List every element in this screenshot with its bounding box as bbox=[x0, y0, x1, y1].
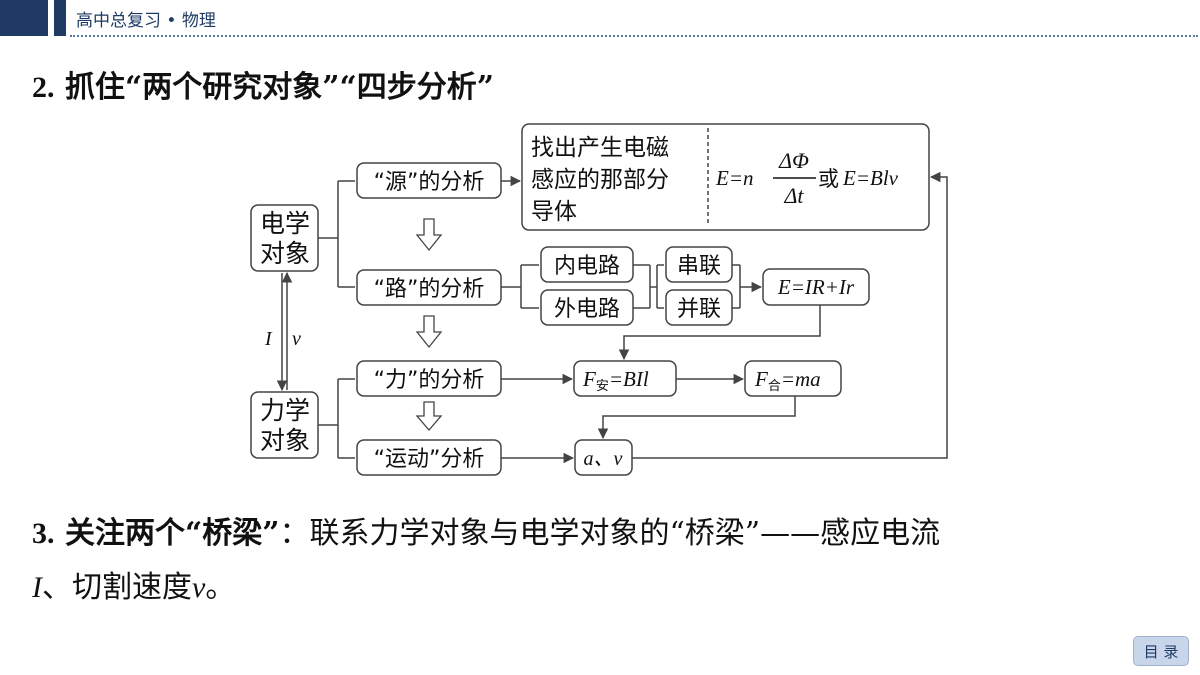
source-analysis-label: “源”的分析 bbox=[374, 170, 485, 195]
section3-colon: ： bbox=[279, 516, 310, 551]
mechanic-object-line1: 力学 bbox=[260, 396, 310, 425]
connector-electric-brace bbox=[318, 180, 355, 288]
section3-text3: 。 bbox=[205, 570, 236, 605]
emf-formula: E=n bbox=[715, 166, 754, 190]
box-source-description bbox=[521, 123, 930, 231]
link-velocity-label: v bbox=[292, 328, 301, 350]
net-F: F bbox=[754, 367, 768, 391]
net-sub: 合 bbox=[768, 379, 781, 394]
connector-circuit-merge bbox=[633, 264, 664, 309]
header-bar-left bbox=[0, 0, 48, 36]
ampere-force-label: F安=BIl bbox=[582, 367, 649, 394]
motion-analysis-label: “运动”分析 bbox=[374, 447, 485, 472]
box-net-force bbox=[744, 360, 842, 397]
ohm-law-label: E=IR+Ir bbox=[777, 275, 855, 299]
connector-circuit-fork bbox=[501, 264, 539, 309]
inner-circuit-label: 内电路 bbox=[554, 254, 620, 279]
header-bar-right bbox=[54, 0, 66, 36]
net-rhs: =ma bbox=[781, 367, 821, 391]
arrow-net-to-av bbox=[597, 396, 796, 440]
header-divider bbox=[70, 35, 1198, 37]
hollow-arrow-3 bbox=[415, 401, 443, 431]
arrow-ohm-to-ampere bbox=[618, 305, 821, 361]
section3-text2: 、切割速度 bbox=[42, 570, 192, 605]
emf-eq-n: =n bbox=[729, 166, 754, 190]
emf-or: 或 bbox=[818, 167, 839, 191]
connector-mechanic-brace bbox=[318, 378, 355, 459]
force-analysis-label: “力”的分析 bbox=[374, 368, 485, 393]
hollow-arrow-2 bbox=[415, 315, 443, 349]
ampere-sub: 安 bbox=[596, 379, 609, 394]
acceleration-velocity-label: a、v bbox=[584, 448, 623, 470]
emf-alt-formula: E=Blv bbox=[842, 166, 899, 190]
mechanic-object-line2: 对象 bbox=[260, 426, 310, 455]
source-desc-line3: 导体 bbox=[531, 199, 577, 225]
parallel-label: 并联 bbox=[677, 297, 721, 322]
section2-heading: 2. 抓住“两个研究对象”“四步分析” bbox=[32, 62, 494, 106]
source-desc-line1: 找出产生电磁 bbox=[531, 135, 669, 161]
net-force-label: F合=ma bbox=[754, 367, 821, 394]
source-desc-line2: 感应的那部分 bbox=[531, 167, 669, 193]
section2-number: 2. bbox=[32, 71, 55, 104]
section3-text1: 联系力学对象与电学对象的“桥梁”——感应电流 bbox=[309, 516, 941, 551]
ampere-rhs: =BIl bbox=[609, 367, 649, 391]
electric-object-line2: 对象 bbox=[260, 239, 310, 268]
arrow-av-feedback bbox=[632, 171, 948, 459]
hollow-arrow-1 bbox=[415, 218, 443, 252]
section3-var-I: I bbox=[32, 571, 42, 604]
header-title: 高中总复习 • 物理 bbox=[76, 11, 216, 31]
section3-var-v: v bbox=[192, 571, 206, 604]
electric-object-line1: 电学 bbox=[260, 209, 310, 238]
section3-line1: 3. 关注两个“桥梁”：联系力学对象与电学对象的“桥梁”——感应电流 bbox=[32, 508, 940, 552]
link-current-label: I bbox=[264, 328, 273, 350]
section3-line2: I、切割速度v。 bbox=[32, 562, 235, 606]
section2-title: 抓住“两个研究对象”“四步分析” bbox=[64, 70, 494, 105]
emf-symbol: E bbox=[715, 166, 729, 190]
toc-button[interactable]: 目 录 bbox=[1133, 636, 1189, 666]
outer-circuit-label: 外电路 bbox=[554, 297, 620, 322]
section3-title: 关注两个“桥梁” bbox=[64, 516, 280, 551]
series-label: 串联 bbox=[677, 254, 721, 279]
emf-denominator: Δt bbox=[783, 183, 804, 208]
connector-series-merge bbox=[732, 264, 741, 309]
ampere-F: F bbox=[582, 367, 596, 391]
emf-numerator: ΔΦ bbox=[778, 148, 809, 173]
box-ohm-law bbox=[762, 268, 870, 306]
circuit-analysis-label: “路”的分析 bbox=[374, 277, 485, 302]
section3-number: 3. bbox=[32, 517, 55, 550]
